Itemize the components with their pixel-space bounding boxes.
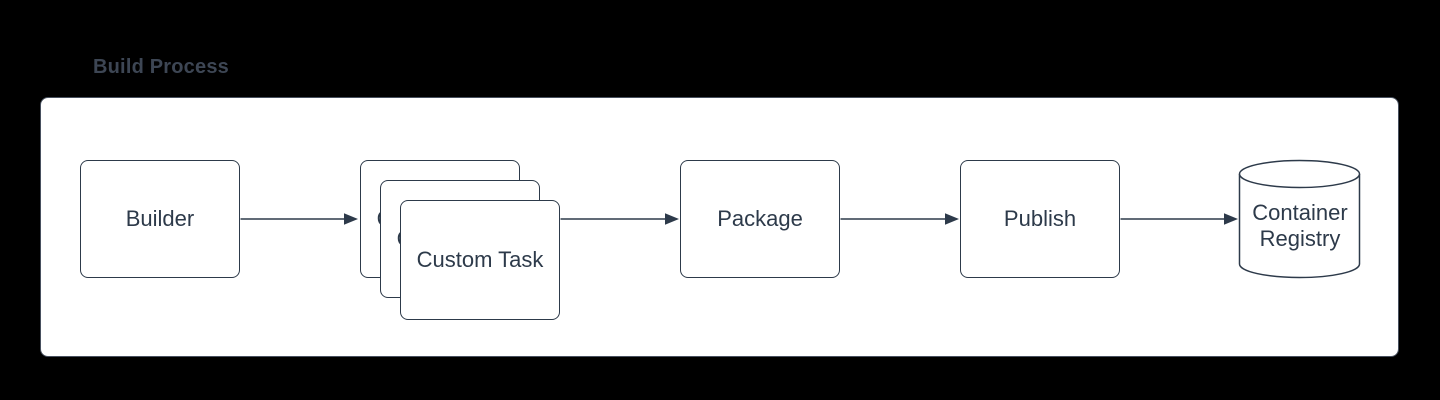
node-builder-label: Builder <box>125 206 195 231</box>
diagram-title: Build Process <box>93 56 229 78</box>
node-custom-task-label: Custom Task <box>416 247 544 272</box>
node-custom-task[interactable]: Custom Task <box>400 200 560 320</box>
node-package-label: Package <box>717 206 803 231</box>
node-container-registry-cylinder-shape[interactable] <box>1238 158 1362 282</box>
node-publish[interactable]: Publish <box>960 160 1120 278</box>
node-package[interactable]: Package <box>680 160 840 278</box>
node-container-registry-label: Container Registry <box>1252 200 1348 251</box>
node-container-registry[interactable]: Container Registry <box>1243 176 1357 276</box>
node-builder[interactable]: Builder <box>80 160 240 278</box>
node-publish-label: Publish <box>1003 206 1077 231</box>
